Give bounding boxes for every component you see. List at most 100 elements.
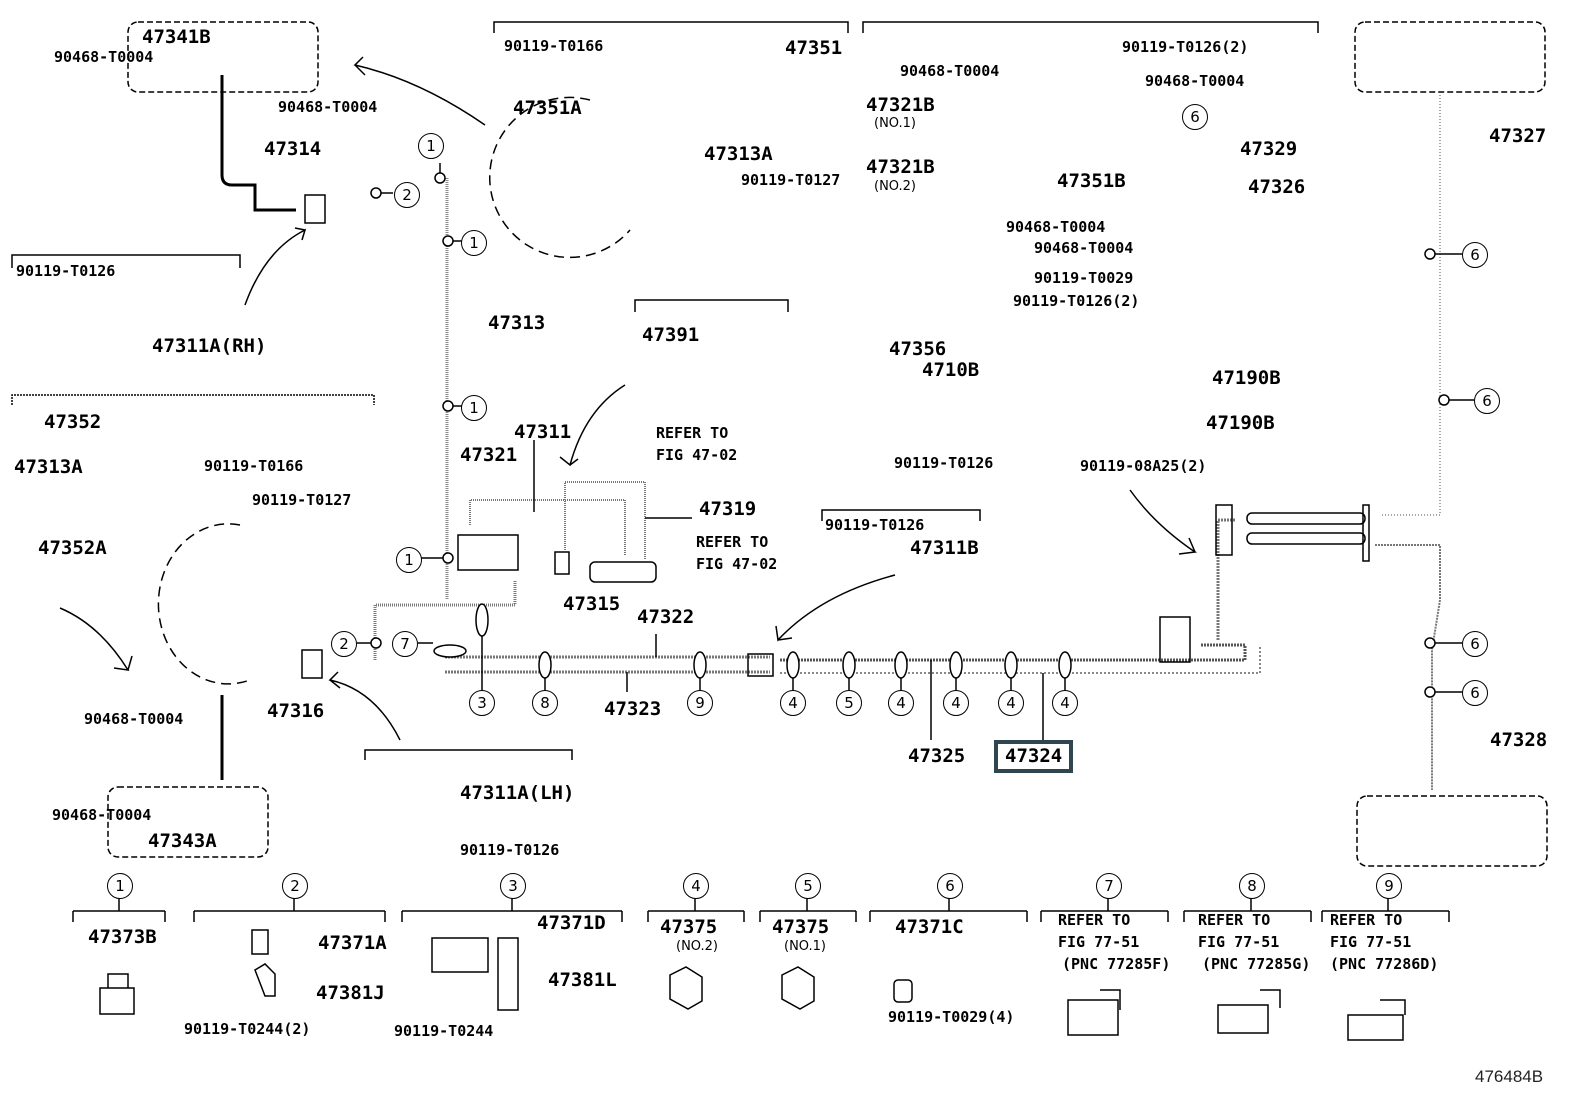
- part-label-47311b[interactable]: 47311B: [910, 537, 979, 559]
- legend-part-47371a[interactable]: 47371A: [318, 932, 387, 954]
- refer-fig-47-02[interactable]: REFER TO: [656, 424, 729, 442]
- part-label-90119-t0126[interactable]: 90119-T0126: [460, 841, 560, 859]
- part-label-90468-t0004[interactable]: 90468-T0004: [52, 806, 152, 824]
- legend-refer-77285f[interactable]: FIG 77-51: [1058, 933, 1140, 951]
- callout-6[interactable]: 6: [1182, 104, 1208, 130]
- part-label-47321b-no1[interactable]: 47321B: [866, 94, 935, 116]
- part-label-47311a-rh[interactable]: 47311A(RH): [152, 335, 267, 357]
- callout-6[interactable]: 6: [1462, 631, 1488, 657]
- callout-8[interactable]: 8: [532, 690, 558, 716]
- callout-4[interactable]: 4: [1052, 690, 1078, 716]
- part-label-90119-t0126[interactable]: 90119-T0126: [825, 516, 925, 534]
- callout-2[interactable]: 2: [331, 631, 357, 657]
- callout-9[interactable]: 9: [687, 690, 713, 716]
- legend-refer-77285f[interactable]: (PNC 77285F): [1062, 955, 1171, 973]
- legend-refer-77285g[interactable]: FIG 77-51: [1198, 933, 1280, 951]
- part-label-90468-t0004[interactable]: 90468-T0004: [900, 62, 1000, 80]
- callout-6[interactable]: 6: [1462, 680, 1488, 706]
- legend-part-90119-t0244-2[interactable]: 90119-T0244(2): [184, 1020, 311, 1038]
- part-label-47327[interactable]: 47327: [1489, 125, 1547, 147]
- callout-4[interactable]: 4: [943, 690, 969, 716]
- legend-part-47381j[interactable]: 47381J: [316, 982, 385, 1004]
- part-label-90119-t0029[interactable]: 90119-T0029: [1034, 269, 1134, 287]
- callout-4[interactable]: 4: [888, 690, 914, 716]
- legend-refer-77286d[interactable]: (PNC 77286D): [1330, 955, 1439, 973]
- callout-5[interactable]: 5: [836, 690, 862, 716]
- legend-refer-77285f[interactable]: REFER TO: [1058, 911, 1131, 929]
- part-label-90119-t0166[interactable]: 90119-T0166: [204, 457, 304, 475]
- legend-part-47373b[interactable]: 47373B: [88, 926, 157, 948]
- legend-part-47371c[interactable]: 47371C: [895, 916, 964, 938]
- part-label-90119-t0127[interactable]: 90119-T0127: [252, 491, 352, 509]
- part-label-47325[interactable]: 47325: [908, 745, 966, 767]
- part-label-90468-t0004[interactable]: 90468-T0004: [54, 48, 154, 66]
- callout-4[interactable]: 4: [780, 690, 806, 716]
- part-label-47326[interactable]: 47326: [1248, 176, 1306, 198]
- part-label-47319[interactable]: 47319: [699, 498, 757, 520]
- part-label-47190b[interactable]: 47190B: [1206, 412, 1275, 434]
- part-label-47391[interactable]: 47391: [642, 324, 700, 346]
- part-label-47323[interactable]: 47323: [604, 698, 662, 720]
- legend-part-47375-no1[interactable]: 47375: [772, 916, 830, 938]
- part-label-47351b[interactable]: 47351B: [1057, 170, 1126, 192]
- part-label-90119-08a25-2[interactable]: 90119-08A25(2): [1080, 457, 1207, 475]
- part-label-47322[interactable]: 47322: [637, 606, 695, 628]
- part-label-90468-t0004[interactable]: 90468-T0004: [84, 710, 184, 728]
- part-label-90119-t0126[interactable]: 90119-T0126: [894, 454, 994, 472]
- part-label-47321[interactable]: 47321: [460, 444, 518, 466]
- legend-part-47381l[interactable]: 47381L: [548, 969, 617, 991]
- part-label-47324-highlighted[interactable]: 47324: [993, 740, 1074, 773]
- callout-2[interactable]: 2: [394, 182, 420, 208]
- part-label-90119-t0166[interactable]: 90119-T0166: [504, 37, 604, 55]
- part-label-47311a-lh[interactable]: 47311A(LH): [460, 782, 575, 804]
- part-label-90119-t0126[interactable]: 90119-T0126: [16, 262, 116, 280]
- callout-6[interactable]: 6: [1474, 388, 1500, 414]
- part-label-47315[interactable]: 47315: [563, 593, 621, 615]
- part-label-47351a[interactable]: 47351A: [513, 97, 582, 119]
- refer-fig-47-02[interactable]: REFER TO: [696, 533, 769, 551]
- callout-3[interactable]: 3: [469, 690, 495, 716]
- part-label-4710b[interactable]: 4710B: [922, 359, 980, 381]
- part-label-47316[interactable]: 47316: [267, 700, 325, 722]
- refer-fig-47-02[interactable]: FIG 47-02: [696, 555, 778, 573]
- callout-7[interactable]: 7: [392, 631, 418, 657]
- part-label-47313a[interactable]: 47313A: [14, 456, 83, 478]
- part-label-90119-t0126-2[interactable]: 90119-T0126(2): [1013, 292, 1140, 310]
- part-label-47351[interactable]: 47351: [785, 37, 843, 59]
- callout-1[interactable]: 1: [396, 547, 422, 573]
- part-label-90468-t0004[interactable]: 90468-T0004: [1145, 72, 1245, 90]
- part-label-90119-t0126-2[interactable]: 90119-T0126(2): [1122, 38, 1249, 56]
- part-label-47356[interactable]: 47356: [889, 338, 947, 360]
- part-label-90468-t0004[interactable]: 90468-T0004: [1034, 239, 1134, 257]
- legend-refer-77285g[interactable]: (PNC 77285G): [1202, 955, 1311, 973]
- part-label-47341b[interactable]: 47341B: [142, 26, 211, 48]
- legend-refer-77286d[interactable]: FIG 77-51: [1330, 933, 1412, 951]
- legend-part-90119-t0244[interactable]: 90119-T0244: [394, 1022, 494, 1040]
- callout-1[interactable]: 1: [461, 395, 487, 421]
- callout-1[interactable]: 1: [461, 230, 487, 256]
- legend-refer-77286d[interactable]: REFER TO: [1330, 911, 1403, 929]
- callout-1[interactable]: 1: [418, 133, 444, 159]
- refer-fig-47-02[interactable]: FIG 47-02: [656, 446, 738, 464]
- legend-part-47375-no2[interactable]: 47375: [660, 916, 718, 938]
- part-label-47343a[interactable]: 47343A: [148, 830, 217, 852]
- legend-refer-77285g[interactable]: REFER TO: [1198, 911, 1271, 929]
- brake-line-47324: [780, 645, 1261, 674]
- legend-part-90119-t0029-4[interactable]: 90119-T0029(4): [888, 1008, 1015, 1026]
- part-label-47329[interactable]: 47329: [1240, 138, 1298, 160]
- part-label-47314[interactable]: 47314: [264, 138, 322, 160]
- callout-4[interactable]: 4: [998, 690, 1024, 716]
- part-label-47321b-no2[interactable]: 47321B: [866, 156, 935, 178]
- part-label-47328[interactable]: 47328: [1490, 729, 1548, 751]
- part-label-47190b[interactable]: 47190B: [1212, 367, 1281, 389]
- part-label-90119-t0127[interactable]: 90119-T0127: [741, 171, 841, 189]
- part-label-47313a[interactable]: 47313A: [704, 143, 773, 165]
- part-label-47313[interactable]: 47313: [488, 312, 546, 334]
- part-label-90468-t0004[interactable]: 90468-T0004: [1006, 218, 1106, 236]
- part-label-47352a[interactable]: 47352A: [38, 537, 107, 559]
- part-label-47352[interactable]: 47352: [44, 411, 102, 433]
- part-label-90468-t0004[interactable]: 90468-T0004: [278, 98, 378, 116]
- part-label-47311[interactable]: 47311: [514, 421, 572, 443]
- legend-part-47371d[interactable]: 47371D: [537, 912, 606, 934]
- callout-6[interactable]: 6: [1462, 242, 1488, 268]
